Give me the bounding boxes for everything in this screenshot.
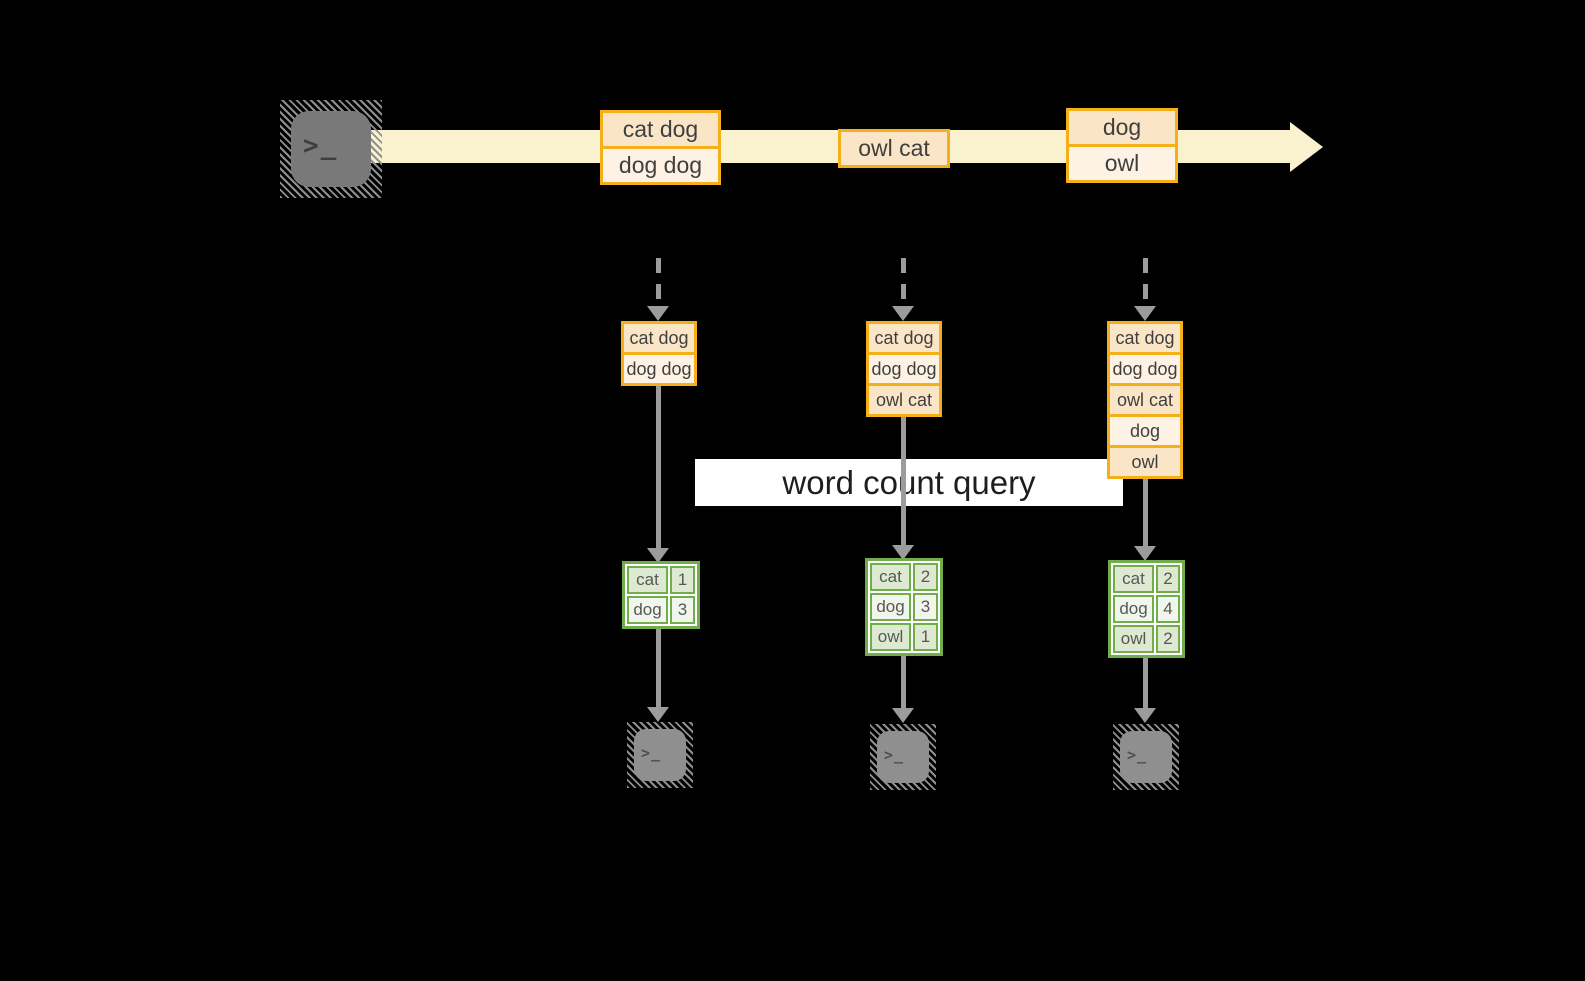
count-row: cat 1 <box>627 566 695 594</box>
count-row: owl 2 <box>1113 625 1180 653</box>
input-record: dog dog <box>1107 352 1183 386</box>
count-value: 2 <box>1156 625 1180 653</box>
stream-batch-1: cat dog dog dog <box>600 110 721 185</box>
count-word: dog <box>870 593 911 621</box>
terminal-prompt-icon: >_ <box>641 743 662 762</box>
dashed-arrowhead-icon <box>1134 306 1156 321</box>
stream-batch-3: dog owl <box>1066 108 1178 183</box>
input-record: owl cat <box>1107 383 1183 417</box>
terminal-icon: >_ <box>627 722 693 788</box>
arrowhead-icon <box>647 707 669 722</box>
input-stack-2: cat dog dog dog owl cat <box>866 321 942 417</box>
input-record: dog dog <box>866 352 942 386</box>
count-value: 1 <box>913 623 938 651</box>
count-value: 2 <box>913 563 938 591</box>
input-record: dog <box>1107 414 1183 448</box>
input-stack-3: cat dog dog dog owl cat dog owl <box>1107 321 1183 479</box>
terminal-icon: >_ <box>870 724 936 790</box>
count-table-2: cat 2 dog 3 owl 1 <box>865 558 943 656</box>
arrow-line <box>901 417 906 545</box>
count-word: owl <box>1113 625 1154 653</box>
arrow-line <box>901 656 906 708</box>
arrow-line <box>1143 658 1148 708</box>
count-word: cat <box>1113 565 1154 593</box>
stream-arrowhead-icon <box>1290 122 1323 172</box>
arrowhead-icon <box>892 708 914 723</box>
terminal-prompt-icon: >_ <box>303 131 339 161</box>
terminal-prompt-icon: >_ <box>884 745 905 764</box>
dashed-arrowhead-icon <box>647 306 669 321</box>
arrowhead-icon <box>647 548 669 563</box>
count-table-3: cat 2 dog 4 owl 2 <box>1108 560 1185 658</box>
input-record: cat dog <box>621 321 697 355</box>
input-record: owl cat <box>866 383 942 417</box>
count-row: dog 3 <box>627 596 695 624</box>
stream-batch-2: owl cat <box>838 129 950 168</box>
terminal-prompt-icon: >_ <box>1127 745 1148 764</box>
count-row: dog 4 <box>1113 595 1180 623</box>
count-word: dog <box>627 596 668 624</box>
word-count-query-label: word count query <box>695 459 1123 506</box>
stream-record: dog <box>1066 108 1178 147</box>
arrowhead-icon <box>1134 708 1156 723</box>
count-value: 3 <box>913 593 938 621</box>
input-stack-1: cat dog dog dog <box>621 321 697 386</box>
terminal-icon: >_ <box>280 100 382 198</box>
terminal-screen: >_ <box>634 729 686 781</box>
count-value: 1 <box>670 566 695 594</box>
dashed-arrow-line <box>901 258 906 306</box>
terminal-screen: >_ <box>877 731 929 783</box>
stream-record: dog dog <box>600 146 721 185</box>
count-word: owl <box>870 623 911 651</box>
terminal-icon: >_ <box>1113 724 1179 790</box>
arrow-line <box>1143 479 1148 546</box>
input-record: cat dog <box>1107 321 1183 355</box>
dashed-arrow-line <box>656 258 661 306</box>
stream-record: owl cat <box>838 129 950 168</box>
count-row: owl 1 <box>870 623 938 651</box>
arrowhead-icon <box>1134 546 1156 561</box>
count-table-1: cat 1 dog 3 <box>622 561 700 629</box>
count-word: cat <box>870 563 911 591</box>
count-row: cat 2 <box>1113 565 1180 593</box>
arrowhead-icon <box>892 545 914 560</box>
count-value: 4 <box>1156 595 1180 623</box>
arrow-line <box>656 629 661 707</box>
count-row: cat 2 <box>870 563 938 591</box>
count-word: cat <box>627 566 668 594</box>
dashed-arrow-line <box>1143 258 1148 306</box>
terminal-screen: >_ <box>1120 731 1172 783</box>
count-row: dog 3 <box>870 593 938 621</box>
count-value: 2 <box>1156 565 1180 593</box>
dashed-arrowhead-icon <box>892 306 914 321</box>
input-record: cat dog <box>866 321 942 355</box>
count-value: 3 <box>670 596 695 624</box>
input-record: dog dog <box>621 352 697 386</box>
stream-record: cat dog <box>600 110 721 149</box>
terminal-screen: >_ <box>291 111 371 187</box>
input-record: owl <box>1107 445 1183 479</box>
stream-record: owl <box>1066 144 1178 183</box>
count-word: dog <box>1113 595 1154 623</box>
arrow-line <box>656 386 661 548</box>
